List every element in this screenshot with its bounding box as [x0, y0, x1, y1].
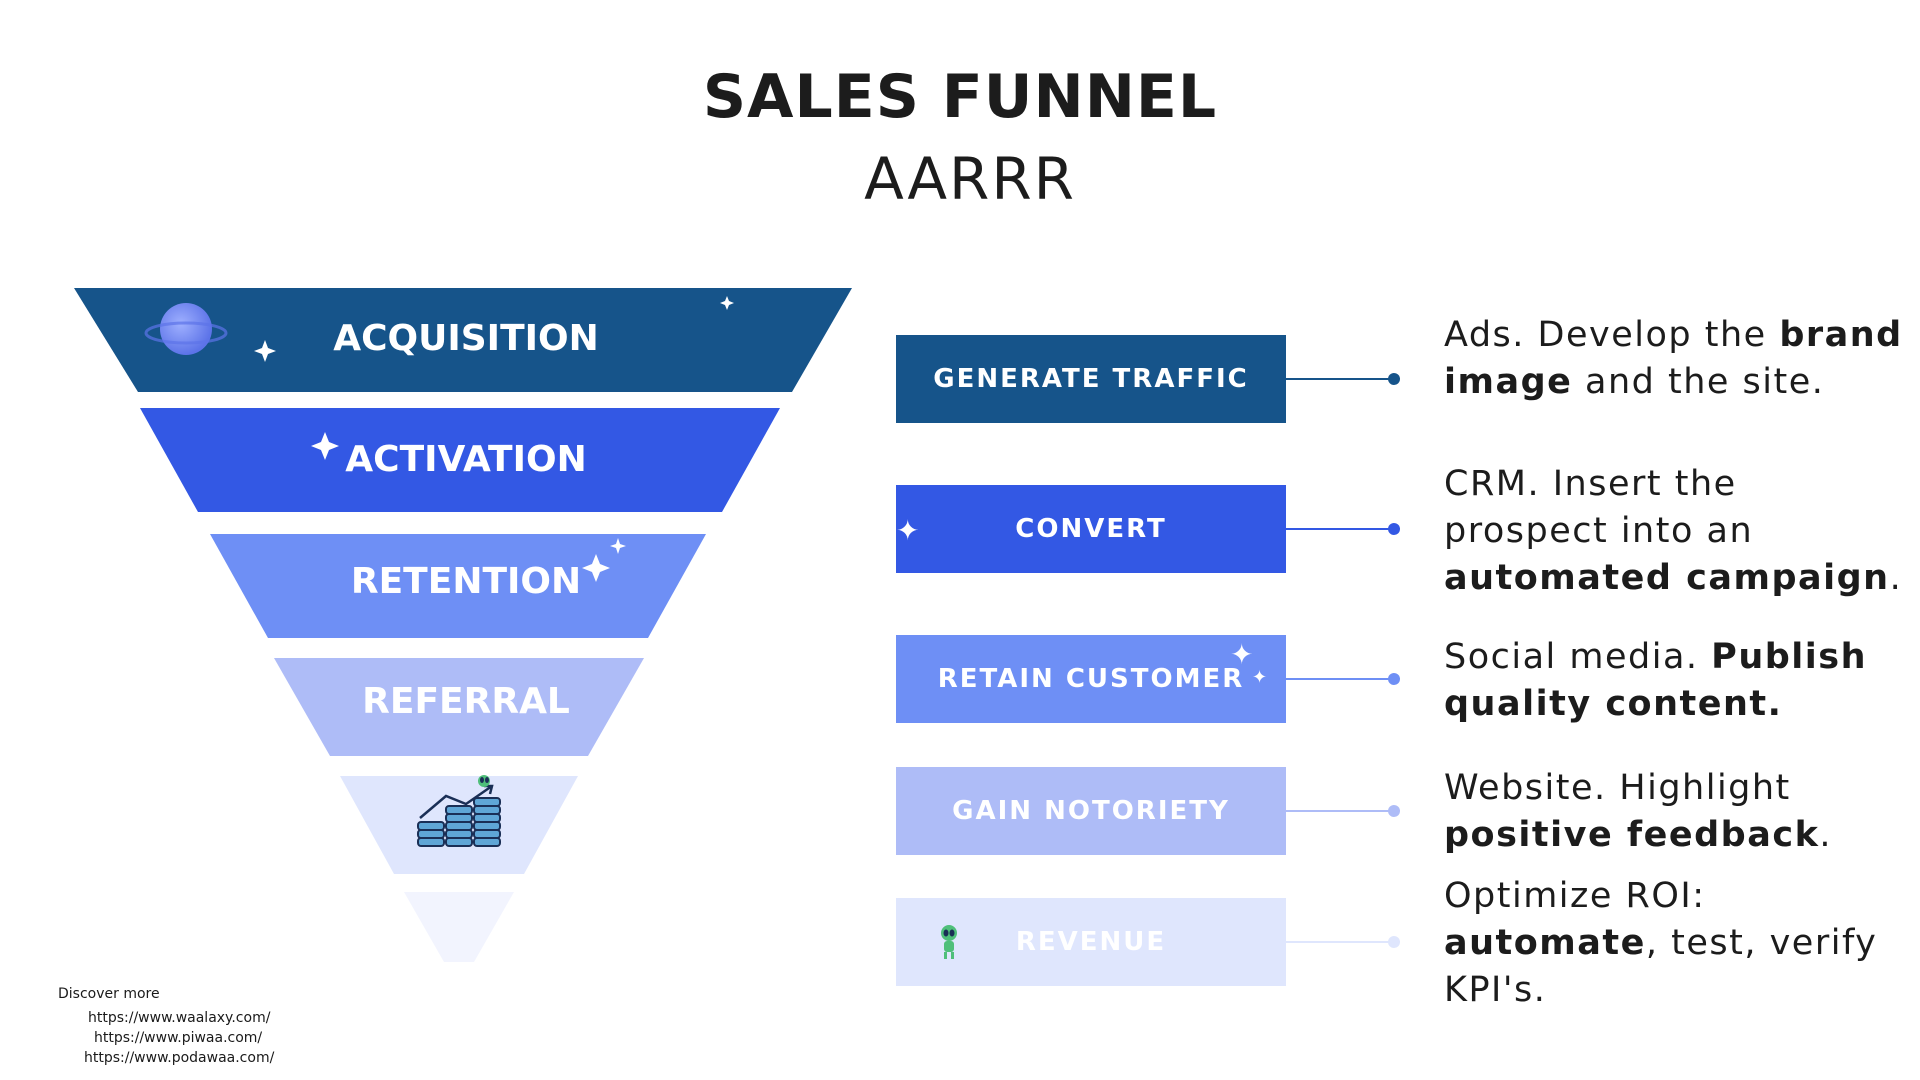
funnel-stage-bottom	[404, 892, 514, 962]
funnel-stage-acquisition	[74, 288, 852, 392]
stage-label-activation: ACTIVATION	[345, 439, 586, 480]
desc-text: Website. Highlight	[1444, 768, 1791, 808]
description-retain-customer: Social media. Publish quality content.	[1444, 634, 1904, 728]
desc-text: and the site.	[1572, 362, 1825, 402]
link-waalaxy[interactable]: https://www.waalaxy.com/	[88, 1010, 271, 1026]
link-podawaa[interactable]: https://www.podawaa.com/	[84, 1050, 275, 1066]
link-piwaa[interactable]: https://www.piwaa.com/	[94, 1030, 263, 1046]
desc-bold: automate	[1444, 923, 1646, 963]
connector-dot	[1388, 373, 1400, 385]
desc-text: .	[1819, 815, 1832, 855]
desc-bold: Publish quality content.	[1444, 637, 1868, 724]
funnel-diagram: ACQUISITION ACTIVATION RETENTION REFERRA…	[74, 288, 852, 962]
planet-icon	[144, 303, 228, 355]
sparkle-icon: ✦	[896, 514, 922, 547]
discover-more-label: Discover more	[58, 986, 160, 1002]
connector-dot	[1388, 673, 1400, 685]
goal-convert: ✦ CONVERT	[896, 485, 1286, 573]
stage-label-retention: RETENTION	[351, 561, 581, 602]
goal-revenue: REVENUE	[896, 898, 1286, 986]
goal-label: GENERATE TRAFFIC	[933, 364, 1249, 394]
funnel-stage-retention	[210, 534, 706, 638]
connector-line	[1286, 941, 1394, 943]
sparkle-icons	[254, 296, 734, 582]
stage-label-referral: REFERRAL	[362, 681, 570, 722]
connector-line	[1286, 678, 1394, 680]
goal-label: CONVERT	[1015, 514, 1167, 544]
goal-retain-customer: RETAIN CUSTOMER ✦ ✦	[896, 635, 1286, 723]
goal-label: RETAIN CUSTOMER	[937, 664, 1245, 694]
desc-bold: brand image	[1444, 315, 1903, 402]
description-revenue: Optimize ROI: automate, test, verify KPI…	[1444, 873, 1904, 1014]
stage-label-acquisition: ACQUISITION	[333, 318, 599, 359]
goal-label: REVENUE	[1015, 927, 1167, 957]
desc-bold: positive feedback	[1444, 815, 1820, 855]
page-subtitle: AARRR	[864, 145, 1076, 213]
connector-line	[1286, 378, 1394, 380]
connector-dot	[1388, 936, 1400, 948]
desc-text: CRM. Insert the prospect into an	[1444, 464, 1754, 551]
desc-text: .	[1889, 558, 1903, 598]
goal-generate-traffic: GENERATE TRAFFIC	[896, 335, 1286, 423]
sparkle-icon: ✦	[1252, 667, 1270, 688]
connector-line	[1286, 810, 1394, 812]
description-convert: CRM. Insert the prospect into an automat…	[1444, 461, 1904, 602]
page-title: SALES FUNNEL	[702, 62, 1218, 132]
funnel-stage-referral	[274, 658, 644, 756]
connector-line	[1286, 528, 1394, 530]
desc-text: Social media.	[1444, 637, 1712, 677]
description-gain-notoriety: Website. Highlight positive feedback.	[1444, 765, 1904, 859]
desc-bold: automated campaign	[1444, 558, 1890, 598]
description-generate-traffic: Ads. Develop the brand image and the sit…	[1444, 312, 1904, 406]
desc-text: Optimize ROI:	[1444, 876, 1706, 916]
goal-gain-notoriety: GAIN NOTORIETY	[896, 767, 1286, 855]
revenue-coins-chart-icon	[417, 775, 501, 847]
funnel-stage-activation	[140, 408, 780, 512]
connector-dot	[1388, 805, 1400, 817]
goal-label: GAIN NOTORIETY	[952, 796, 1230, 826]
desc-text: , test, verify KPI's.	[1444, 923, 1878, 1010]
sparkle-icon: ✦	[1230, 638, 1256, 671]
alien-icon	[941, 925, 957, 959]
connector-dot	[1388, 523, 1400, 535]
desc-text: Ads. Develop the	[1444, 315, 1780, 355]
